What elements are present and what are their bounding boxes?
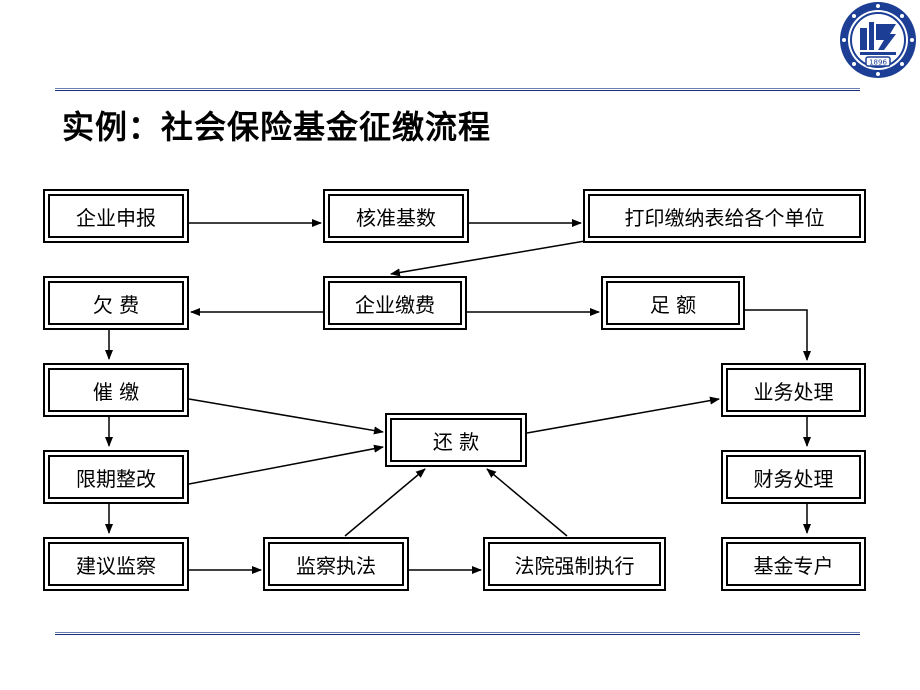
arrow-fayuan-to-huankuan — [486, 468, 568, 537]
node-print-payment-form: 打印缴纳表给各个单位 — [583, 189, 866, 243]
node-label: 财务处理 — [753, 466, 834, 491]
node-urge-payment: 催 缴 — [43, 363, 189, 417]
arrow-jiancha-to-huankuan — [344, 468, 426, 537]
arrow-cuijiao-to-huankuan — [188, 398, 384, 435]
arrow-dayin-to-jiaofei — [390, 240, 586, 277]
node-deadline-rectify: 限期整改 — [43, 450, 189, 504]
node-inspection-enforcement: 监察执法 — [263, 537, 409, 591]
arrow-huankuan-to-yewu — [526, 396, 720, 434]
node-label: 限期整改 — [76, 466, 156, 491]
node-approve-base: 核准基数 — [323, 189, 469, 243]
node-label: 企业申报 — [76, 205, 156, 230]
node-label: 基金专户 — [753, 553, 834, 578]
node-enterprise-declare: 企业申报 — [43, 189, 189, 243]
arrow-zue-to-yewu — [745, 309, 811, 361]
university-seal-icon: 1896 — [840, 2, 916, 78]
node-label: 监察执法 — [296, 553, 376, 578]
node-repayment: 还 款 — [385, 413, 527, 467]
node-court-enforcement: 法院强制执行 — [483, 537, 666, 591]
node-label: 建议监察 — [76, 553, 156, 578]
node-label: 还 款 — [432, 429, 480, 454]
page-title: 实例：社会保险基金征缴流程 — [62, 108, 492, 146]
node-label: 法院强制执行 — [514, 553, 635, 578]
node-label: 催 缴 — [92, 379, 140, 404]
node-suggest-inspection: 建议监察 — [43, 537, 189, 591]
node-finance-processing: 财务处理 — [721, 450, 866, 504]
node-label: 打印缴纳表给各个单位 — [624, 205, 825, 230]
footer-rule — [55, 632, 860, 635]
header-rule — [55, 88, 860, 91]
node-label: 欠 费 — [92, 292, 140, 317]
node-label: 足 额 — [649, 292, 697, 317]
node-fund-account: 基金专户 — [721, 537, 866, 591]
node-label: 核准基数 — [356, 205, 436, 230]
node-arrears: 欠 费 — [43, 276, 189, 330]
node-label: 业务处理 — [753, 379, 834, 404]
node-business-processing: 业务处理 — [721, 363, 866, 417]
node-enterprise-pay: 企业缴费 — [323, 276, 467, 330]
logo-year-text: 1896 — [869, 59, 887, 67]
node-label: 企业缴费 — [355, 292, 435, 317]
node-full-amount: 足 额 — [601, 276, 745, 330]
arrow-xianqi-to-huankuan — [188, 444, 384, 485]
